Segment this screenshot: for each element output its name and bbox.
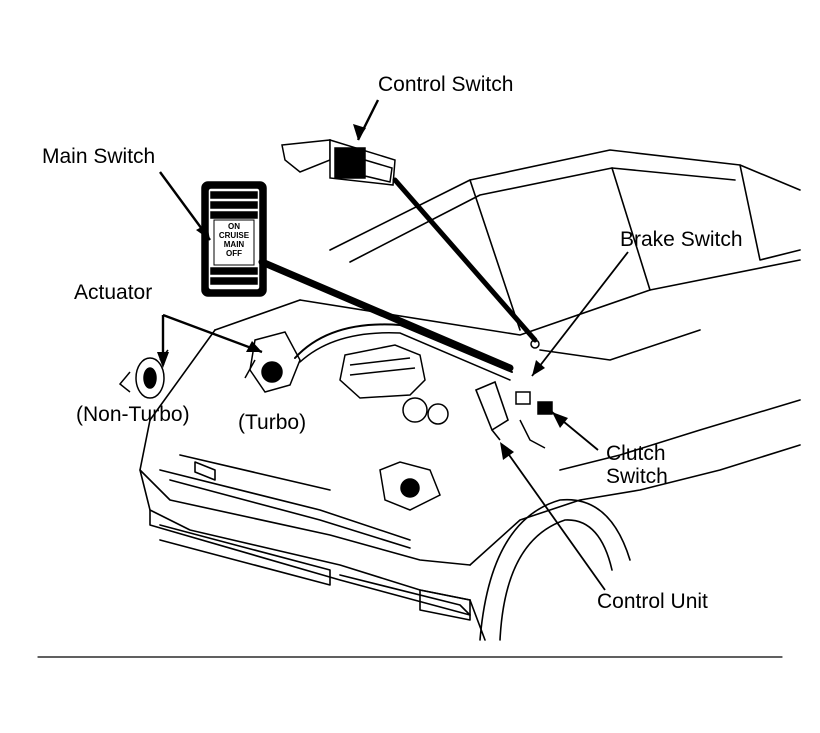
turbo-label: (Turbo) <box>238 411 307 434</box>
switch-main-text: MAIN <box>223 240 245 249</box>
switch-on-text: ON <box>228 222 240 231</box>
control-switch-harness <box>392 177 538 343</box>
engine-parts <box>339 344 449 511</box>
brake-and-clutch-switch-parts <box>515 339 553 449</box>
actuator-label: Actuator <box>74 281 153 304</box>
main-switch-panel-text: ON CRUISE MAIN OFF <box>214 222 254 258</box>
clutch-switch-label-line2: Switch <box>606 465 668 488</box>
front-wheel-arch <box>479 498 631 641</box>
switch-off-text: OFF <box>226 249 242 258</box>
turbo-actuator-part <box>244 331 301 393</box>
turbo-actuator-cable <box>294 323 513 373</box>
brake-switch-label: Brake Switch <box>620 228 743 251</box>
control-unit-part <box>474 380 509 441</box>
clutch-switch-label-line1: Clutch <box>606 442 666 465</box>
non-turbo-actuator-part <box>118 349 169 399</box>
control-switch-label: Control Switch <box>378 73 514 96</box>
control-switch-part <box>281 138 396 186</box>
actuator-leader-turbo <box>162 313 263 354</box>
control-unit-label: Control Unit <box>597 590 708 613</box>
main-switch-label: Main Switch <box>42 145 156 168</box>
switch-cruise-text: CRUISE <box>218 231 250 240</box>
non-turbo-label: (Non-Turbo) <box>76 403 190 426</box>
main-switch-part <box>201 181 267 297</box>
hood-outline <box>139 329 471 566</box>
control-unit-leader <box>501 444 606 591</box>
windshield-outline <box>329 149 801 251</box>
brake-switch-leader <box>531 251 629 377</box>
main-switch-harness <box>258 258 514 372</box>
